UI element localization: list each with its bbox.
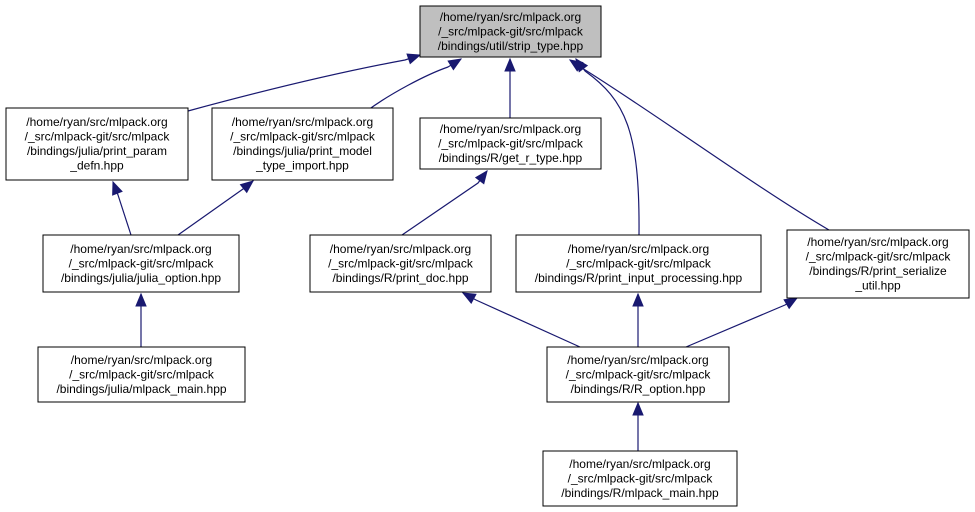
node-label-line: /home/ryan/src/mlpack.org	[440, 122, 581, 136]
arrowhead-icon	[135, 292, 147, 307]
node-box	[211, 107, 394, 181]
node-label-line: /home/ryan/src/mlpack.org	[70, 242, 211, 256]
node-label-line: /home/ryan/src/mlpack.org	[71, 353, 212, 367]
node-label-line: /_src/mlpack-git/src/mlpack	[806, 250, 952, 264]
edge-line	[367, 58, 462, 111]
node-label-line: /bindings/util/strip_type.hpp	[438, 39, 584, 53]
node-label-line: /bindings/julia/print_param	[27, 144, 167, 158]
node-box	[5, 107, 189, 181]
node-box	[419, 5, 602, 58]
node-label-line: /_src/mlpack-git/src/mlpack	[230, 130, 376, 144]
node-label-line: /home/ryan/src/mlpack.org	[26, 115, 167, 129]
arrowhead-icon	[504, 57, 516, 72]
node-label-line: /_src/mlpack-git/src/mlpack	[438, 136, 584, 150]
edge-line	[685, 297, 798, 348]
arrowhead-icon	[239, 180, 255, 194]
edge-julia_print_model_type_import-to-strip_type	[367, 58, 463, 111]
node-label-line: /home/ryan/src/mlpack.org	[568, 242, 709, 256]
node-label-line: /_src/mlpack-git/src/mlpack	[566, 256, 712, 270]
node-label-line: /_src/mlpack-git/src/mlpack	[566, 367, 712, 381]
node-julia-mlpack-main[interactable]: /home/ryan/src/mlpack.org/_src/mlpack-gi…	[37, 346, 246, 403]
node-julia-print-param-defn[interactable]: /home/ryan/src/mlpack.org/_src/mlpack-gi…	[5, 107, 189, 181]
edge-r_option-to-r_print_input_processing	[632, 292, 644, 347]
node-r-print-serialize-util[interactable]: /home/ryan/src/mlpack.org/_src/mlpack-gi…	[786, 229, 970, 299]
edge-r_option-to-r_print_doc	[461, 292, 581, 348]
node-label-line: /_src/mlpack-git/src/mlpack	[69, 367, 215, 381]
arrowhead-icon	[112, 180, 123, 196]
nodes-layer: /home/ryan/src/mlpack.org/_src/mlpack-gi…	[5, 5, 970, 507]
edge-line	[569, 59, 830, 231]
node-label-line: /home/ryan/src/mlpack.org	[567, 353, 708, 367]
edge-julia_print_param_defn-to-strip_type	[187, 53, 422, 112]
node-box	[419, 117, 602, 170]
arrowhead-icon	[474, 169, 488, 185]
node-label-line: /bindings/R/get_r_type.hpp	[439, 151, 583, 165]
node-label-line: /bindings/julia/julia_option.hpp	[61, 271, 221, 285]
arrowhead-icon	[632, 292, 644, 307]
node-label-line: /_src/mlpack-git/src/mlpack	[568, 471, 714, 485]
node-label-line: /bindings/R/R_option.hpp	[571, 382, 706, 396]
node-label-line: _defn.hpp	[69, 159, 124, 173]
arrowhead-icon	[783, 297, 799, 310]
node-box	[42, 234, 240, 293]
node-strip-type[interactable]: /home/ryan/src/mlpack.org/_src/mlpack-gi…	[419, 5, 602, 58]
node-label-line: /bindings/julia/print_model	[233, 144, 372, 158]
arrowhead-icon	[461, 292, 477, 304]
edge-line	[462, 292, 581, 348]
node-label-line: /bindings/R/print_doc.hpp	[332, 271, 468, 285]
arrowhead-icon	[406, 53, 422, 65]
node-box	[37, 346, 246, 403]
edge-r_print_serialize_util-to-strip_type	[568, 59, 830, 231]
edge-line	[177, 180, 254, 236]
node-label-line: /bindings/R/print_input_processing.hpp	[535, 271, 743, 285]
node-box	[786, 229, 970, 299]
node-label-line: /home/ryan/src/mlpack.org	[232, 115, 373, 129]
edge-r_option-to-r_print_serialize_util	[685, 297, 799, 348]
arrowhead-icon	[568, 59, 584, 72]
node-label-line: /_src/mlpack-git/src/mlpack	[438, 24, 584, 38]
node-label-line: /_src/mlpack-git/src/mlpack	[69, 256, 215, 270]
node-label-line: /home/ryan/src/mlpack.org	[569, 457, 710, 471]
node-label-line: /bindings/R/print_serialize	[809, 264, 947, 278]
arrowhead-icon	[632, 401, 644, 416]
node-label-line: /home/ryan/src/mlpack.org	[330, 242, 471, 256]
node-label-line: _util.hpp	[854, 279, 901, 293]
node-r-print-doc[interactable]: /home/ryan/src/mlpack.org/_src/mlpack-gi…	[309, 234, 492, 293]
edge-julia_mlpack_main-to-julia_option	[135, 292, 147, 347]
edge-line	[187, 54, 421, 112]
edge-r_print_doc-to-r_get_r_type	[401, 169, 488, 236]
node-julia-option[interactable]: /home/ryan/src/mlpack.org/_src/mlpack-gi…	[42, 234, 240, 293]
node-label-line: /_src/mlpack-git/src/mlpack	[328, 256, 474, 270]
edge-julia_option-to-julia_print_param_defn	[112, 180, 132, 236]
node-label-line: /bindings/R/mlpack_main.hpp	[561, 486, 719, 500]
edge-line	[575, 58, 640, 236]
edge-line	[401, 170, 488, 236]
node-label-line: /_src/mlpack-git/src/mlpack	[25, 130, 171, 144]
node-r-mlpack-main[interactable]: /home/ryan/src/mlpack.org/_src/mlpack-gi…	[542, 450, 738, 507]
edge-r_get_r_type-to-strip_type	[504, 57, 516, 118]
node-box	[546, 346, 730, 403]
node-box	[515, 234, 762, 293]
node-r-print-input-processing[interactable]: /home/ryan/src/mlpack.org/_src/mlpack-gi…	[515, 234, 762, 293]
node-label-line: /home/ryan/src/mlpack.org	[807, 235, 948, 249]
node-r-get-r-type[interactable]: /home/ryan/src/mlpack.org/_src/mlpack-gi…	[419, 117, 602, 170]
node-julia-print-model-type-import[interactable]: /home/ryan/src/mlpack.org/_src/mlpack-gi…	[211, 107, 394, 181]
node-r-option[interactable]: /home/ryan/src/mlpack.org/_src/mlpack-gi…	[546, 346, 730, 403]
node-label-line: /home/ryan/src/mlpack.org	[440, 10, 581, 24]
node-box	[309, 234, 492, 293]
edge-julia_option-to-julia_print_model_type_import	[177, 180, 255, 236]
arrowhead-icon	[447, 58, 463, 71]
node-label-line: /bindings/julia/mlpack_main.hpp	[56, 382, 226, 396]
node-label-line: _type_import.hpp	[255, 159, 349, 173]
edges-layer	[112, 53, 830, 451]
node-box	[542, 450, 738, 507]
edge-r_mlpack_main-to-r_option	[632, 401, 644, 451]
